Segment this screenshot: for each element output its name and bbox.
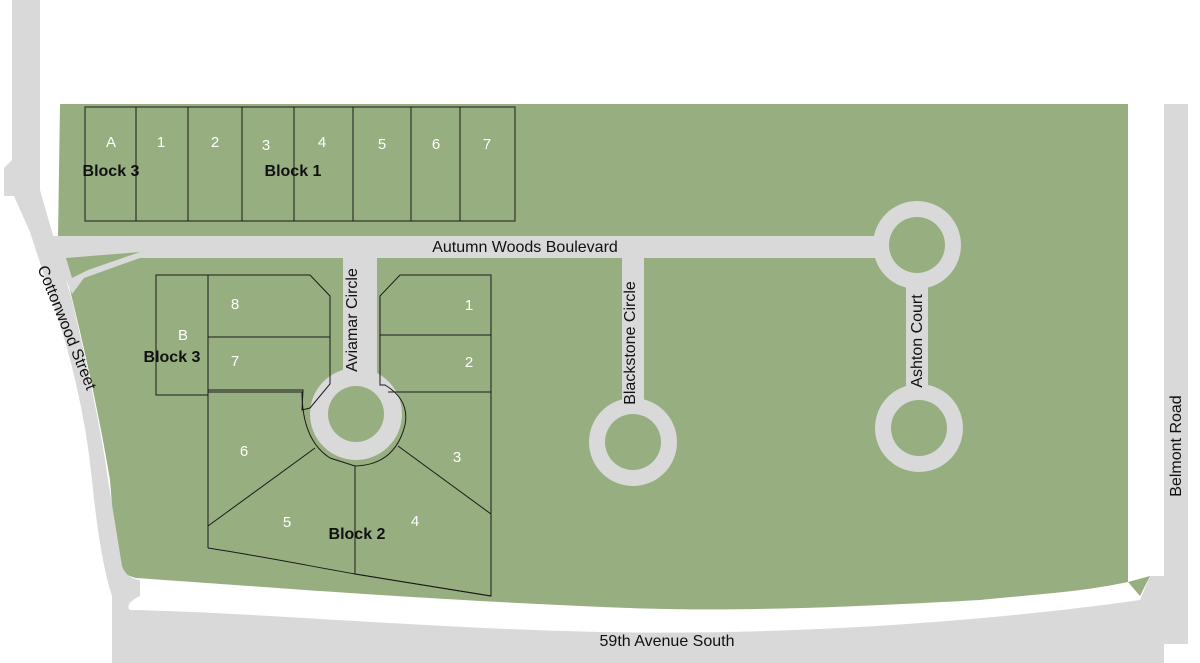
lot-8-label: 8 bbox=[231, 296, 239, 313]
belmont-label: Belmont Road bbox=[1168, 395, 1185, 496]
south-east-lots bbox=[354, 274, 492, 597]
block1-label: Block 1 bbox=[265, 163, 322, 180]
lot-b-label: B bbox=[178, 327, 188, 344]
lot-3-label: 3 bbox=[262, 137, 270, 154]
lot-1-south-label: 1 bbox=[465, 297, 473, 314]
59th-avenue-label: 59th Avenue South bbox=[600, 633, 735, 650]
blackstone-circle-road bbox=[622, 250, 644, 410]
autumn-woods-road bbox=[40, 236, 880, 294]
lot-2-south-label: 2 bbox=[465, 354, 473, 371]
median-island bbox=[66, 252, 140, 278]
lot-6-label: 6 bbox=[432, 136, 440, 153]
lot-1-label: 1 bbox=[157, 134, 165, 151]
lot-3-south-label: 3 bbox=[453, 449, 461, 466]
north-lots bbox=[84, 106, 516, 222]
lot-5-south-label: 5 bbox=[283, 514, 291, 531]
block3-north-label: Block 3 bbox=[83, 163, 140, 180]
lot-4-label: 4 bbox=[318, 134, 326, 151]
autumn-woods-label: Autumn Woods Boulevard bbox=[432, 239, 618, 256]
block2-label: Block 2 bbox=[329, 526, 386, 543]
belmont-road-road bbox=[1164, 104, 1188, 644]
cottonwood-street-road bbox=[4, 0, 140, 596]
road-network bbox=[4, 0, 1188, 663]
59th-avenue-road bbox=[112, 576, 1164, 663]
ashton-label: Ashton Court bbox=[909, 294, 926, 388]
lot-6-south-label: 6 bbox=[240, 443, 248, 460]
ashton-court-road bbox=[906, 282, 928, 400]
block3-south-label: Block 3 bbox=[144, 349, 201, 366]
aviamar-label: Aviamar Circle bbox=[344, 268, 361, 372]
lot-4-south-label: 4 bbox=[411, 513, 419, 530]
lot-2-label: 2 bbox=[211, 134, 219, 151]
subdivision-land bbox=[58, 104, 1128, 610]
lot-numbers: A 1 2 3 4 5 6 7 B 8 7 6 5 1 2 3 4 bbox=[106, 134, 491, 531]
lot-a-label: A bbox=[106, 134, 116, 151]
block-labels: Block 3 Block 1 Block 3 Block 2 bbox=[83, 163, 386, 543]
aviamar-circle-road bbox=[343, 250, 377, 380]
lot-5-label: 5 bbox=[378, 136, 386, 153]
blackstone-label: Blackstone Circle bbox=[622, 281, 639, 405]
lot-7-label: 7 bbox=[483, 136, 491, 153]
lot-7-south-label: 7 bbox=[231, 353, 239, 370]
